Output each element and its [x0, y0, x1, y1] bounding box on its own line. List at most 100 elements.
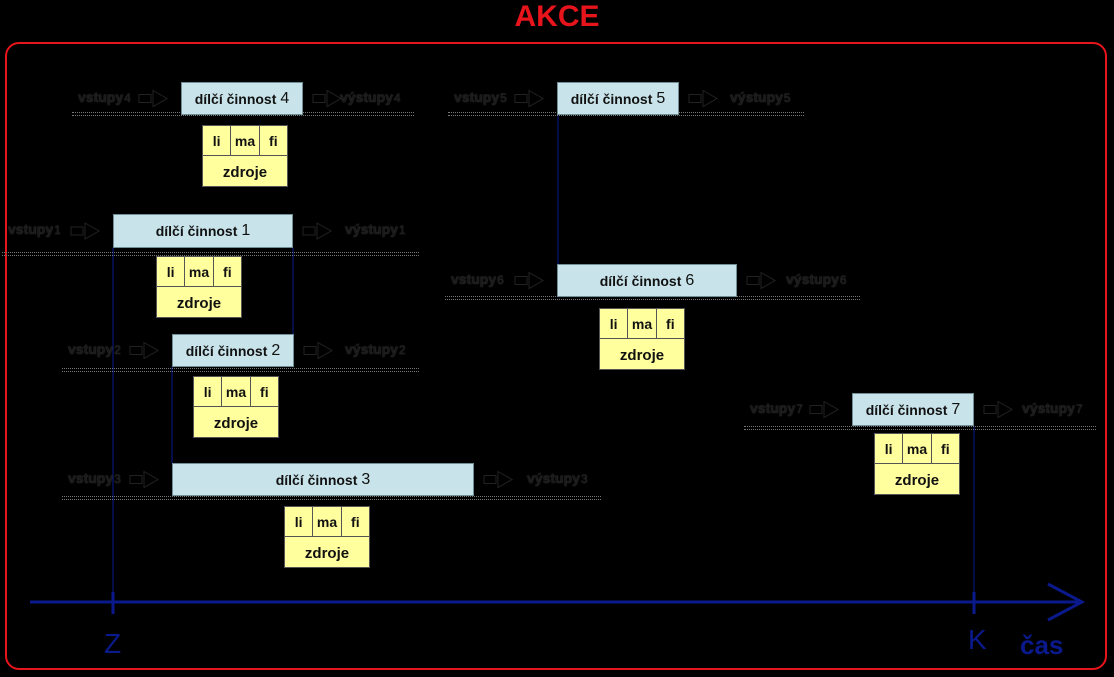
input-text: vstupy	[68, 469, 114, 486]
input-text: vstupy	[68, 340, 114, 357]
activity-number: 5	[656, 89, 666, 107]
activity-number: 7	[951, 400, 961, 418]
output-text: výstupy	[345, 221, 398, 237]
resource-zdroje: zdroje	[894, 471, 940, 489]
input-label-2: vstupy2	[68, 341, 121, 357]
output-text: výstupy	[730, 88, 783, 105]
input-arrow-icon-1	[70, 222, 101, 240]
time-axis-arrow-icon	[1047, 582, 1086, 622]
activity-number: 1	[241, 222, 251, 239]
resource-fi: fi	[340, 507, 369, 536]
input-number: 7	[796, 401, 803, 416]
output-arrow-icon-7	[983, 400, 1014, 419]
output-arrow-icon-3	[483, 470, 514, 489]
resource-li: li	[212, 132, 221, 149]
resource-zdroje: zdroje	[304, 544, 350, 562]
resource-li: li	[166, 263, 175, 280]
input-text: vstupy	[750, 399, 796, 416]
activity-label: dílčí činnost	[275, 471, 358, 488]
resource-fi: fi	[212, 257, 241, 286]
output-text: výstupy	[1022, 399, 1075, 416]
input-underline-2	[62, 368, 419, 372]
activity-number: 6	[685, 271, 695, 289]
input-label-4: vstupy4	[78, 89, 131, 105]
resource-fi: fi	[655, 309, 684, 338]
output-label-5: výstupy5	[730, 89, 791, 105]
output-text: výstupy	[527, 469, 580, 486]
activity-label: dílčí činnost	[194, 90, 277, 107]
output-arrow-icon-6	[746, 271, 777, 290]
resource-li: li	[884, 440, 893, 457]
input-text: vstupy	[454, 88, 500, 105]
activity-label: dílčí činnost	[155, 223, 238, 239]
resource-ma: ma	[230, 126, 258, 155]
input-text: vstupy	[8, 221, 54, 237]
axis-start-label: Z	[104, 628, 122, 659]
input-arrow-icon-5	[514, 89, 545, 108]
output-number: 3	[580, 471, 588, 486]
input-arrow-icon-3	[129, 470, 160, 489]
resource-li: li	[203, 383, 212, 400]
activity-number: 4	[280, 89, 290, 107]
output-label-2: výstupy2	[345, 341, 406, 357]
resource-ma: ma	[902, 434, 930, 463]
resource-ma: ma	[184, 257, 212, 286]
resource-zdroje: zdroje	[222, 163, 268, 181]
resource-ma: ma	[221, 377, 249, 406]
activity-label: dílčí činnost	[599, 272, 682, 289]
input-number: 2	[114, 342, 121, 357]
input-arrow-icon-2	[129, 341, 160, 360]
output-label-3: výstupy3	[527, 470, 588, 486]
resource-zdroje: zdroje	[176, 294, 222, 312]
input-number: 5	[500, 90, 507, 105]
output-number: 2	[398, 342, 406, 357]
input-arrow-icon-4	[138, 89, 169, 108]
resource-fi: fi	[258, 126, 287, 155]
output-number: 5	[783, 90, 791, 105]
output-arrow-icon-2	[303, 341, 334, 360]
input-arrow-icon-7	[809, 400, 840, 419]
input-underline-3	[62, 496, 601, 500]
akce-frame	[5, 42, 1107, 670]
output-label-4: výstupy4	[340, 89, 401, 105]
activity-label: dílčí činnost	[865, 401, 948, 418]
axis-end-label: K	[968, 624, 987, 655]
output-number: 4	[393, 90, 401, 105]
resource-ma: ma	[627, 309, 655, 338]
diagram-title: AKCE	[514, 0, 600, 33]
activity-label: dílčí činnost	[185, 342, 268, 359]
input-underline-7	[744, 426, 1096, 430]
input-label-3: vstupy3	[68, 470, 121, 486]
output-label-7: výstupy7	[1022, 400, 1083, 416]
output-text: výstupy	[340, 88, 393, 105]
resource-fi: fi	[930, 434, 959, 463]
axis-time-label: čas	[1020, 630, 1064, 660]
input-label-5: vstupy5	[454, 89, 507, 105]
input-arrow-icon-6	[514, 271, 545, 290]
input-text: vstupy	[78, 88, 124, 105]
resource-zdroje: zdroje	[619, 346, 665, 364]
output-number: 1	[398, 223, 406, 237]
resource-ma: ma	[312, 507, 340, 536]
output-text: výstupy	[345, 340, 398, 357]
resource-fi: fi	[249, 377, 278, 406]
output-number: 7	[1075, 401, 1083, 416]
resource-zdroje: zdroje	[213, 414, 259, 432]
resource-li: li	[294, 513, 303, 530]
